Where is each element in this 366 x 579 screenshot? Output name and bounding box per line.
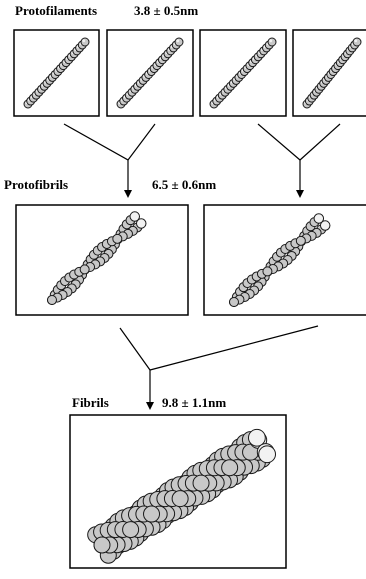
bead [230,298,239,307]
bead [193,475,209,491]
connector-right-b [300,124,340,160]
bead [81,38,89,46]
fibrils-label: Fibrils [72,396,109,410]
bead-highlight [176,39,179,42]
arrow-fibril-head [146,402,154,410]
bead-highlight [354,39,357,42]
end-cap [259,446,276,463]
bead [353,38,361,46]
bead [113,234,122,243]
connector-left-b [128,124,155,160]
bead-highlight [82,39,85,42]
bead [222,460,238,476]
protofibrils-size: 6.5 ± 0.6nm [152,178,216,192]
bead [144,506,160,522]
end-cap [314,214,323,223]
bead [268,38,276,46]
bead [172,491,188,507]
arrow-left-head [124,190,132,198]
bead [48,296,57,305]
bead [175,38,183,46]
bead [263,267,272,276]
connector-fibril-a [120,328,150,370]
connector-right-a [258,124,300,160]
connector-left-a [64,124,128,160]
fibrils-size: 9.8 ± 1.1nm [162,396,226,410]
arrow-right-head [296,190,304,198]
bead-highlight [269,39,272,42]
protofilaments-label: Protofilaments [15,4,97,18]
protofibrils-label: Protofibrils [4,178,68,192]
connector-fibril-b [150,326,318,370]
protofilaments-size: 3.8 ± 0.5nm [134,4,198,18]
bead [123,522,139,538]
bead [80,265,89,274]
bead [296,236,305,245]
end-cap [130,212,139,221]
bead [94,537,110,553]
